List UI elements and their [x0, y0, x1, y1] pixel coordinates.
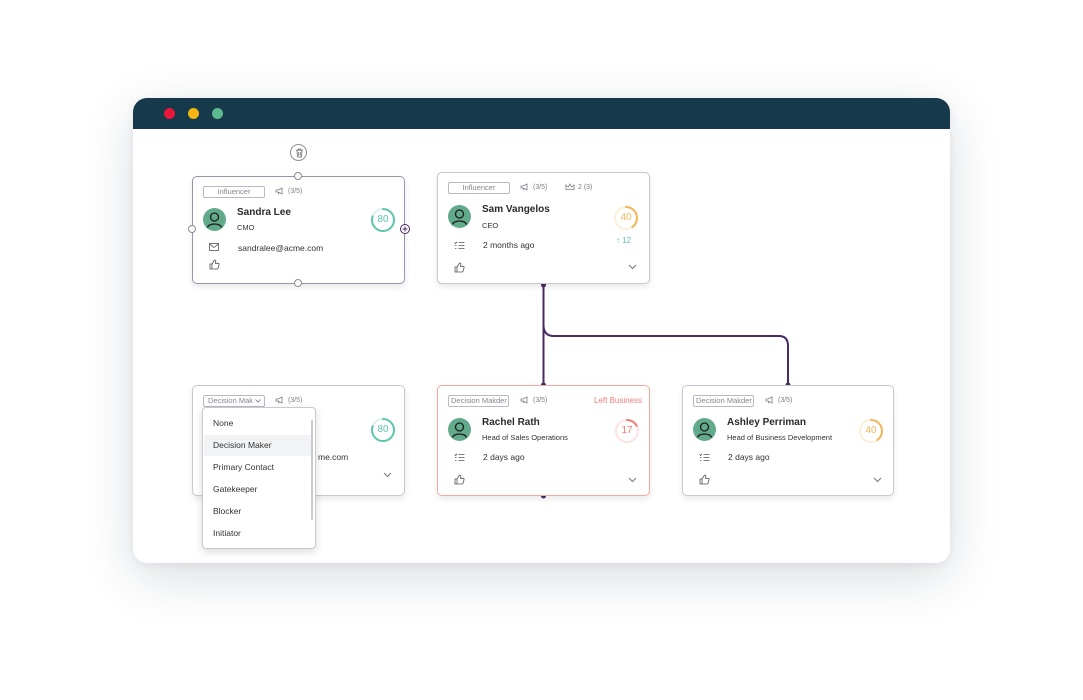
thumbs-up-icon[interactable] [209, 259, 220, 270]
connect-handle-left[interactable] [188, 225, 196, 233]
add-connection-handle[interactable] [400, 224, 410, 234]
user-icon [696, 422, 713, 438]
contact-role: CEO [482, 221, 499, 230]
role-dropdown-menu: None Decision Maker Primary Contact Gate… [202, 407, 316, 549]
dropdown-scrollbar[interactable] [311, 420, 313, 520]
contact-name: Sandra Lee [237, 207, 291, 218]
user-icon [451, 422, 468, 438]
dropdown-option-initiator[interactable]: Initiator [213, 528, 241, 538]
score-value: 40 [620, 212, 632, 223]
contact-role: CMO [237, 223, 255, 232]
last-activity: 2 days ago [483, 452, 525, 462]
contact-card-ashley-perriman[interactable]: Decision Makder (3/5) Ashley Perriman He… [682, 385, 894, 496]
minimize-window-dot[interactable] [188, 108, 199, 119]
connect-handle-top[interactable] [294, 172, 302, 180]
role-tag[interactable]: Influencer [448, 182, 510, 194]
mail-icon [209, 243, 219, 251]
status-badge: Left Business [594, 396, 643, 405]
votes-meta: (3/5) [275, 187, 302, 195]
plus-icon [402, 226, 408, 232]
contact-card-rachel-rath[interactable]: Decision Makder (3/5) Left Business Rach… [437, 385, 650, 496]
thumbs-up-icon[interactable] [454, 474, 465, 485]
dropdown-option-decision-maker[interactable]: Decision Maker [204, 435, 312, 456]
chevron-down-icon [255, 399, 261, 403]
role-select[interactable]: Decision Mak [203, 395, 265, 407]
title-bar [133, 98, 950, 129]
contact-role: Head of Business Development [727, 433, 833, 442]
votes-meta: (3/5) [765, 396, 792, 404]
score-ring: 17 [614, 418, 640, 444]
role-tag[interactable]: Decision Makder [448, 395, 509, 407]
score-ring: 40 [858, 418, 884, 444]
avatar [693, 418, 716, 441]
crown-meta: 2 (3) [565, 183, 592, 191]
user-icon [206, 212, 223, 228]
avatar [448, 205, 471, 228]
chevron-down-icon[interactable] [873, 477, 882, 483]
contact-name: Rachel Rath [482, 417, 540, 428]
tasks-icon [699, 453, 710, 461]
contact-email-partial: me.com [318, 452, 349, 462]
crown-icon [565, 183, 575, 190]
votes-meta: (3/5) [520, 396, 547, 404]
last-activity: 2 months ago [483, 240, 535, 250]
trend-value: 12 [622, 236, 632, 245]
dropdown-option-blocker[interactable]: Blocker [213, 506, 242, 516]
avatar [448, 418, 471, 441]
chevron-down-icon[interactable] [383, 472, 392, 478]
last-activity: 2 days ago [728, 452, 770, 462]
score-ring: 40 [613, 205, 639, 231]
score-value: 80 [377, 424, 389, 435]
contact-name: Sam Vangelos [482, 204, 550, 215]
megaphone-icon [275, 187, 283, 195]
dropdown-option-gatekeeper[interactable]: Gatekeeper [213, 484, 258, 494]
score-value: 40 [865, 425, 877, 436]
role-select-value: Decision Mak [208, 396, 254, 405]
maximize-window-dot[interactable] [212, 108, 223, 119]
contact-email[interactable]: sandralee@acme.com [238, 243, 324, 253]
tasks-icon [454, 241, 465, 249]
role-tag[interactable]: Decision Makder [693, 395, 754, 407]
score-value: 80 [377, 214, 389, 225]
dropdown-option-primary-contact[interactable]: Primary Contact [213, 462, 274, 472]
contact-card-sandra-lee[interactable]: Influencer (3/5) Sandra Lee CMO 80 sandr… [192, 176, 405, 284]
votes-count: (3/5) [288, 396, 303, 404]
votes-count: (3/5) [533, 183, 548, 191]
megaphone-icon [275, 396, 283, 404]
votes-meta: (3/5) [520, 183, 547, 191]
score-trend: ↑ 12 [616, 236, 631, 245]
chevron-down-icon[interactable] [628, 477, 637, 483]
delete-card-button[interactable] [290, 144, 307, 161]
dropdown-option-none[interactable]: None [213, 418, 234, 428]
score-value: 17 [621, 425, 633, 436]
trash-icon [296, 148, 303, 158]
thumbs-up-icon[interactable] [699, 474, 710, 485]
megaphone-icon [765, 396, 773, 404]
votes-count: (3/5) [778, 396, 793, 404]
crown-count: 2 (3) [578, 183, 593, 191]
score-ring: 80 [370, 207, 396, 233]
score-ring: 80 [370, 417, 396, 443]
thumbs-up-icon[interactable] [454, 262, 465, 273]
votes-meta: (3/5) [275, 396, 302, 404]
chevron-down-icon[interactable] [628, 264, 637, 270]
megaphone-icon [520, 396, 528, 404]
contact-role: Head of Sales Operations [482, 433, 568, 442]
contact-name: Ashley Perriman [727, 417, 806, 428]
votes-count: (3/5) [288, 187, 303, 195]
megaphone-icon [520, 183, 528, 191]
arrow-up-icon: ↑ [616, 236, 620, 245]
contact-card-sam-vangelos[interactable]: Influencer (3/5) 2 (3) Sam Vangelos CEO … [437, 172, 650, 284]
votes-count: (3/5) [533, 396, 548, 404]
connect-handle-bottom[interactable] [294, 279, 302, 287]
tasks-icon [454, 453, 465, 461]
role-tag[interactable]: Influencer [203, 186, 265, 198]
avatar [203, 208, 226, 231]
user-icon [451, 209, 468, 225]
close-window-dot[interactable] [164, 108, 175, 119]
